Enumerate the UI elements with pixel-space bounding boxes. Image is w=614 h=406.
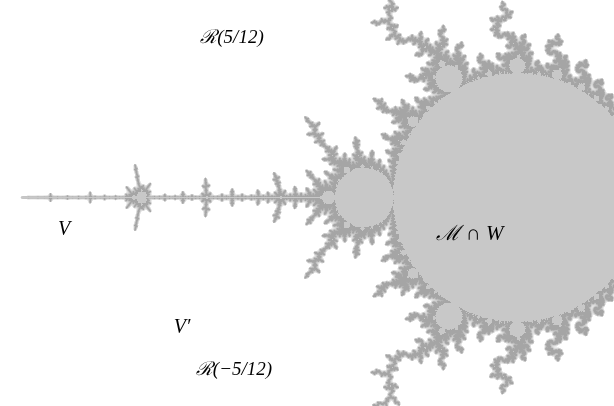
label-anchor: ℛ(5/12) xyxy=(200,23,263,49)
outer-puzzle-region-outline xyxy=(10,8,265,388)
outer-puzzle-region: V′ V xyxy=(10,8,265,388)
text-anchor: V xyxy=(58,217,70,240)
inner-puzzle-region: V xyxy=(36,146,106,250)
region-label: V xyxy=(58,217,70,239)
main-bulb-shape xyxy=(393,73,614,321)
main-bulb: ℳ ∩ W xyxy=(393,73,614,321)
text-anchor: ℳ ∩ W xyxy=(436,218,503,246)
ray-label: ℛ(−5/12) xyxy=(196,358,272,379)
inner-puzzle-region-outline xyxy=(36,146,106,250)
main-bulb-outline xyxy=(393,73,614,321)
inner-puzzle-region-shape xyxy=(40,150,101,244)
region-label: V′ xyxy=(174,315,191,337)
region-label: ℳ ∩ W xyxy=(436,221,503,245)
ray-label: ℛ(5/12) xyxy=(200,26,263,47)
outer-puzzle-region-shape xyxy=(15,12,258,382)
text-anchor: V′ xyxy=(174,315,191,338)
label-anchor: ℛ(−5/12) xyxy=(196,355,272,381)
